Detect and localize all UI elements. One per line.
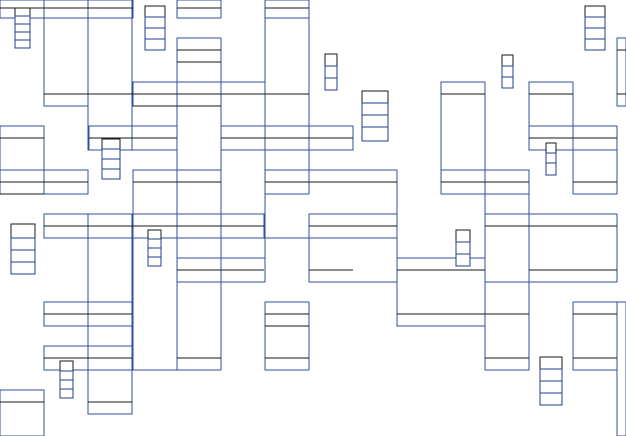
chip-stack — [501, 54, 514, 89]
chip-segment — [10, 223, 36, 239]
chip-segment — [14, 7, 31, 17]
chip-segment — [147, 247, 162, 258]
chip-stack — [545, 142, 557, 176]
column-box — [616, 301, 626, 436]
chip-stack — [324, 53, 338, 91]
column-box — [87, 0, 133, 151]
chip-segment — [501, 76, 514, 89]
chip-stack — [144, 5, 166, 51]
chip-segment — [10, 261, 36, 275]
chip-segment — [501, 65, 514, 78]
chip-segment — [455, 253, 471, 267]
chip-segment — [361, 126, 389, 142]
chip-segment — [14, 31, 31, 41]
chip-segment — [10, 249, 36, 263]
chip-segment — [584, 5, 606, 18]
chip-segment — [59, 360, 74, 372]
chip-stack — [539, 356, 563, 406]
column-box — [0, 389, 45, 436]
chip-segment — [324, 65, 338, 79]
column-box — [220, 81, 266, 283]
chip-stack — [14, 7, 31, 49]
chip-segment — [144, 5, 166, 18]
column-box — [264, 0, 310, 195]
column-box — [484, 169, 530, 371]
chip-segment — [101, 158, 121, 170]
chip-segment — [147, 229, 162, 240]
chip-segment — [14, 39, 31, 49]
chip-segment — [455, 229, 471, 243]
chip-segment — [10, 237, 36, 251]
chip-segment — [584, 38, 606, 51]
chip-stack — [59, 360, 74, 399]
chip-segment — [14, 15, 31, 25]
column-box — [308, 213, 398, 283]
chip-segment — [324, 53, 338, 67]
chip-segment — [545, 152, 557, 164]
chip-group — [10, 5, 606, 406]
column-box — [43, 0, 89, 107]
chip-segment — [361, 90, 389, 104]
chip-segment — [101, 138, 121, 150]
chip-segment — [147, 256, 162, 267]
chip-segment — [539, 392, 563, 406]
column-box — [264, 0, 310, 19]
chip-segment — [361, 102, 389, 116]
chip-segment — [501, 54, 514, 67]
chip-segment — [101, 148, 121, 160]
column-box — [572, 301, 618, 371]
chip-stack — [361, 90, 389, 142]
chip-segment — [144, 38, 166, 51]
column-box — [440, 81, 486, 195]
chip-segment — [545, 142, 557, 154]
chip-segment — [59, 370, 74, 381]
column-box — [572, 125, 618, 195]
chip-segment — [584, 27, 606, 40]
chip-segment — [324, 77, 338, 91]
chip-segment — [59, 388, 74, 399]
chip-stack — [455, 229, 471, 267]
chip-segment — [144, 16, 166, 29]
chip-segment — [101, 168, 121, 180]
column-box — [176, 37, 222, 371]
chip-segment — [144, 27, 166, 40]
column-box — [528, 81, 574, 151]
column-box — [0, 0, 134, 19]
chip-stack — [10, 223, 36, 275]
chip-segment — [545, 162, 557, 176]
chip-segment — [59, 379, 74, 390]
column-box — [484, 213, 618, 283]
chip-segment — [539, 356, 563, 370]
chip-segment — [361, 114, 389, 128]
chip-stack — [147, 229, 162, 267]
chip-segment — [584, 16, 606, 29]
chip-stack — [584, 5, 606, 51]
column-box — [616, 37, 626, 107]
chip-segment — [14, 23, 31, 33]
column-box — [264, 169, 398, 239]
column-box — [0, 125, 45, 195]
chip-segment — [539, 380, 563, 394]
chip-segment — [455, 241, 471, 255]
column-box — [396, 257, 486, 327]
chip-stack — [101, 138, 121, 180]
chip-segment — [147, 238, 162, 249]
column-box — [176, 0, 222, 19]
column-box — [264, 301, 310, 371]
chip-segment — [539, 368, 563, 382]
